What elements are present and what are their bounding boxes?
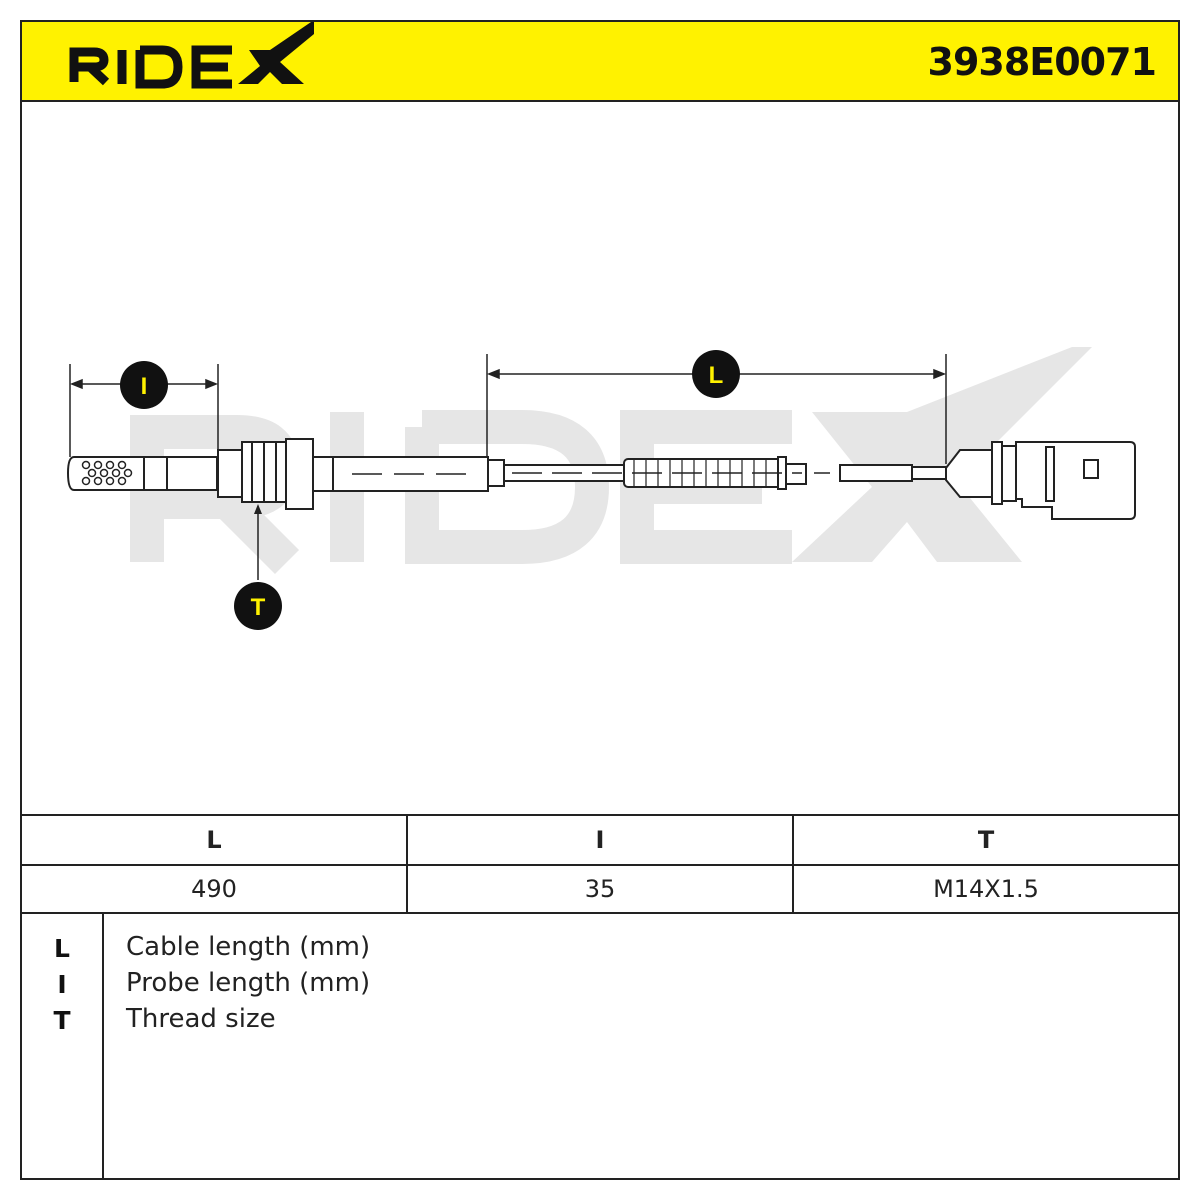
spec-header-cable: L	[206, 826, 222, 854]
legend-desc-thread: Thread size	[126, 1004, 276, 1034]
sensor-cable	[503, 456, 947, 490]
watermark-x	[792, 347, 1092, 562]
marker-probe	[120, 361, 168, 409]
marker-cable	[692, 350, 740, 398]
spec-header-thread: T	[792, 816, 1178, 864]
probe-holes	[81, 460, 133, 486]
legend-key-column: L I T	[22, 914, 104, 1178]
marker-thread-label: T	[251, 594, 266, 621]
spec-table: L I T 490 35 M14X1.5	[22, 814, 1178, 912]
spec-value-row: 490 35 M14X1.5	[22, 864, 1178, 912]
marker-cable-label: L	[709, 362, 724, 389]
header-bar: 3938E0071	[22, 22, 1178, 102]
sensor-drawing: I L	[66, 347, 1136, 630]
sensor-connector	[945, 441, 1136, 520]
marker-probe-label: I	[141, 373, 148, 400]
datasheet-frame: 3938E0071 I	[20, 20, 1180, 1180]
legend-key-thread: T	[53, 1006, 71, 1035]
brand-logo	[69, 22, 314, 89]
legend-desc-cable: Cable length (mm)	[126, 932, 371, 962]
legend-key-cable: L	[54, 934, 70, 963]
sensor-probe	[66, 438, 505, 510]
spec-value-cable: 490	[191, 875, 237, 903]
spec-header-row: L I T	[22, 816, 1178, 864]
spec-header-probe: I	[406, 816, 792, 864]
legend: L I T Cable length (mm) Probe length (mm…	[22, 912, 1178, 1178]
spec-value-thread: M14X1.5	[792, 866, 1178, 912]
part-number: 3938E0071	[927, 40, 1157, 84]
legend-key-probe: I	[57, 970, 67, 999]
technical-drawing: I L	[22, 102, 1178, 814]
marker-thread	[234, 582, 282, 630]
thread-leader-arrow	[254, 504, 262, 514]
spec-value-probe: 35	[406, 866, 792, 912]
legend-desc-probe: Probe length (mm)	[126, 968, 371, 998]
